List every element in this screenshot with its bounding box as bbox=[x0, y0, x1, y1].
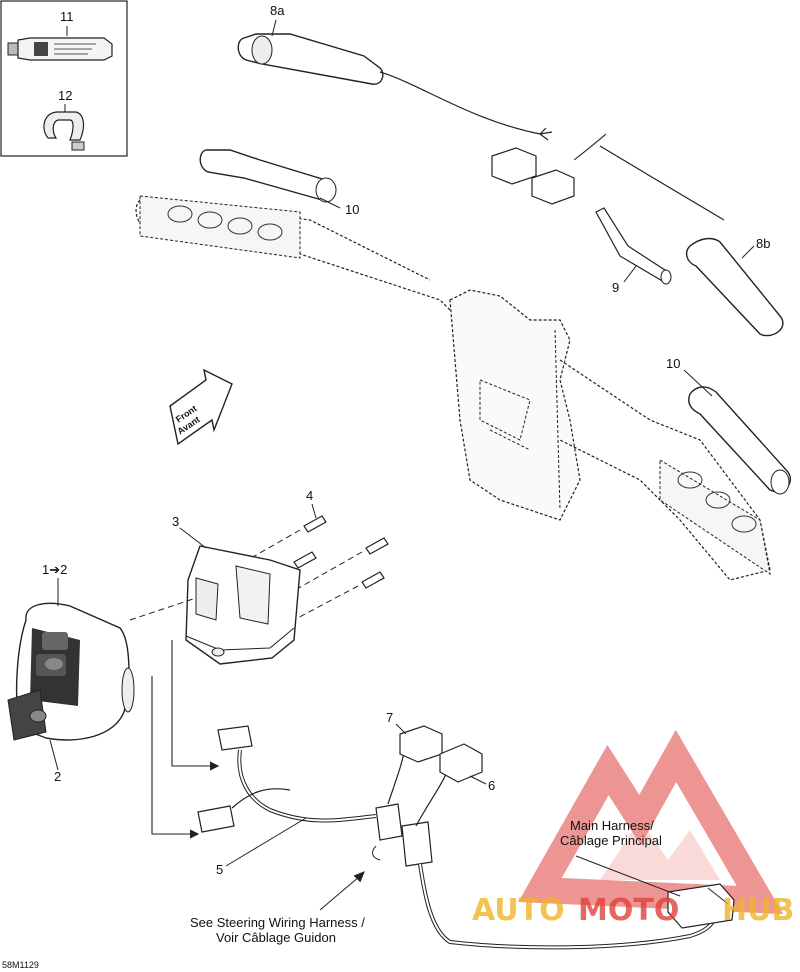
connector-6 bbox=[439, 743, 483, 783]
main-harness-note-line1: Main Harness/ bbox=[570, 818, 654, 833]
callout-1-to-2: 1➔2 bbox=[42, 562, 67, 577]
steering-note-line2: Voir Câblage Guidon bbox=[216, 930, 336, 945]
connector-7 bbox=[399, 725, 443, 763]
callout-8a: 8a bbox=[270, 3, 285, 18]
figure-code: 58M1129 bbox=[2, 960, 39, 970]
front-direction-arrow: Front Avant bbox=[169, 368, 233, 446]
callout-9: 9 bbox=[612, 280, 619, 295]
wiring-harness-5 bbox=[197, 725, 717, 950]
callout-3: 3 bbox=[172, 514, 179, 529]
grip-connectors bbox=[491, 133, 606, 205]
callout-8b: 8b bbox=[756, 236, 770, 251]
notes: Main Harness/ Câblage Principal See Stee… bbox=[190, 818, 662, 945]
callout-4: 4 bbox=[306, 488, 313, 503]
callout-10-top: 10 bbox=[345, 202, 359, 217]
callout-12: 12 bbox=[58, 88, 72, 103]
callout-5: 5 bbox=[216, 862, 223, 877]
screws-4 bbox=[293, 515, 389, 589]
watermark-part3: HUB bbox=[722, 893, 794, 928]
callout-2: 2 bbox=[54, 769, 61, 784]
watermark-part1: AUTO bbox=[472, 893, 565, 928]
tube-9 bbox=[595, 207, 672, 285]
callout-labels: 11 12 8a 10 8b 9 10 4 3 1➔2 2 7 6 5 bbox=[42, 3, 770, 877]
watermark-text: AUTO MOTO HUB bbox=[472, 893, 794, 928]
main-harness-note-line2: Câblage Principal bbox=[560, 833, 662, 848]
steering-note-line1: See Steering Wiring Harness / bbox=[190, 915, 365, 930]
callout-6: 6 bbox=[488, 778, 495, 793]
grease-tube bbox=[7, 37, 113, 61]
grip-sleeve-10-right bbox=[688, 386, 791, 495]
watermark-part2: MOTO bbox=[578, 893, 679, 928]
switch-assembly-1-2 bbox=[7, 602, 135, 741]
heated-grip-element-8a bbox=[237, 33, 553, 141]
switch-leads bbox=[151, 640, 220, 839]
handlebar bbox=[135, 195, 771, 581]
cable-tie bbox=[43, 111, 85, 151]
callout-7: 7 bbox=[386, 710, 393, 725]
callout-11: 11 bbox=[60, 9, 74, 24]
main-harness-connector bbox=[667, 883, 735, 929]
inset-box bbox=[0, 0, 128, 157]
callout-10-right: 10 bbox=[666, 356, 680, 371]
heated-grip-element-8b bbox=[599, 145, 784, 337]
leader-lines bbox=[49, 19, 755, 911]
switch-housing-3 bbox=[185, 545, 301, 665]
grip-sleeve-10-top bbox=[199, 149, 337, 203]
